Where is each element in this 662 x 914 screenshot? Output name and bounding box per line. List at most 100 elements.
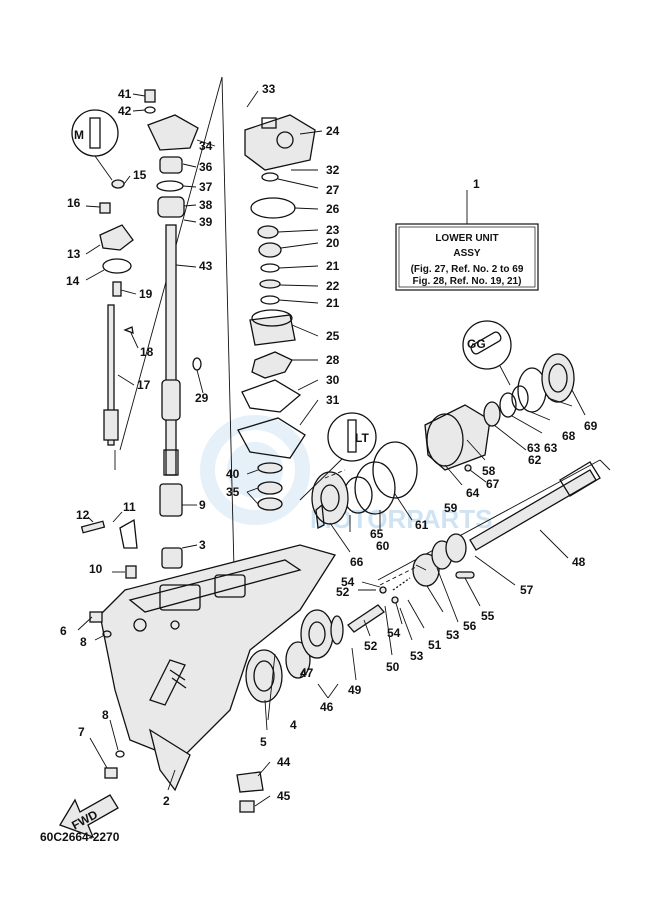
- callout-59: 59: [444, 501, 458, 515]
- callout-40: 40: [226, 467, 240, 481]
- callout-44: 44: [277, 755, 291, 769]
- callout-10: 10: [89, 562, 103, 576]
- callout-56: 56: [463, 619, 477, 633]
- callout-66: 66: [350, 555, 364, 569]
- propeller-shaft: [377, 459, 611, 581]
- callout-43: 43: [199, 259, 213, 273]
- callout-leaders: [77, 90, 586, 807]
- callout-53b: 53: [446, 628, 460, 642]
- callout-23: 23: [326, 223, 340, 237]
- callout-19: 19: [139, 287, 153, 301]
- callout-11: 11: [123, 500, 136, 514]
- callout-6: 6: [60, 624, 67, 638]
- callout-21a: 21: [326, 259, 340, 273]
- callout-52b: 52: [364, 639, 378, 653]
- callout-29: 29: [195, 391, 209, 405]
- badge-m: M: [71, 109, 119, 181]
- callout-9: 9: [199, 498, 206, 512]
- callout-25: 25: [326, 329, 340, 343]
- title-line-2: ASSY: [453, 248, 481, 259]
- badge-lt: LT: [299, 412, 377, 501]
- callout-42: 42: [118, 104, 132, 118]
- callout-2: 2: [163, 794, 170, 808]
- callout-24: 24: [326, 124, 340, 138]
- callout-47: 47: [300, 666, 314, 680]
- callout-58: 58: [482, 464, 496, 478]
- callout-63b: 63: [527, 441, 541, 455]
- callout-54a: 54: [341, 575, 355, 589]
- callout-48: 48: [572, 555, 586, 569]
- callout-41: 41: [118, 87, 132, 101]
- callout-8a: 8: [80, 635, 87, 649]
- callout-34: 34: [199, 139, 213, 153]
- callout-46: 46: [320, 700, 334, 714]
- callout-50: 50: [386, 660, 400, 674]
- lower-case-body: [99, 544, 337, 792]
- callout-64: 64: [466, 486, 480, 500]
- callout-5: 5: [260, 735, 267, 749]
- callout-15: 15: [133, 168, 147, 182]
- callout-4: 4: [290, 718, 297, 732]
- group-dashed-lines: [324, 469, 419, 586]
- callout-13: 13: [67, 247, 81, 261]
- callout-39: 39: [199, 215, 213, 229]
- callout-55: 55: [481, 609, 495, 623]
- callout-7: 7: [78, 725, 85, 739]
- callout-26: 26: [326, 202, 340, 216]
- title-line-3: (Fig. 27, Ref. No. 2 to 69: [411, 264, 524, 275]
- callout-16: 16: [67, 196, 81, 210]
- callout-61: 61: [415, 518, 429, 532]
- callout-65: 65: [370, 527, 384, 541]
- badge-gg-label: GG: [467, 337, 486, 351]
- drive-shaft: [161, 224, 181, 476]
- callout-62: 62: [528, 453, 542, 467]
- callout-35: 35: [226, 485, 240, 499]
- callout-45: 45: [277, 789, 291, 803]
- callout-60: 60: [376, 539, 390, 553]
- water-pump: [237, 114, 316, 511]
- callout-18: 18: [140, 345, 154, 359]
- propeller-shaft-housing: [311, 353, 575, 529]
- callout-49: 49: [348, 683, 362, 697]
- callout-20: 20: [326, 236, 340, 250]
- callout-57: 57: [520, 583, 534, 597]
- callout-51: 51: [428, 638, 442, 652]
- callout-68: 68: [562, 429, 576, 443]
- callout-8b: 8: [102, 708, 109, 722]
- callout-22: 22: [326, 279, 340, 293]
- callout-3: 3: [199, 538, 206, 552]
- callout-12: 12: [76, 508, 90, 522]
- callout-38: 38: [199, 198, 213, 212]
- badge-gg: GG: [462, 320, 512, 386]
- callout-numbers: 1 2 3 4 5 6 7 8 8 9 10 11 12 13 14 15 16…: [60, 82, 598, 808]
- callout-28: 28: [326, 353, 340, 367]
- badge-lt-label: LT: [355, 431, 369, 445]
- shift-rod: [103, 304, 119, 446]
- left-column-parts: [80, 89, 202, 779]
- callout-67: 67: [486, 477, 500, 491]
- callout-69: 69: [584, 419, 598, 433]
- callout-54b: 54: [387, 626, 401, 640]
- callout-17: 17: [137, 378, 151, 392]
- callout-32: 32: [326, 163, 340, 177]
- gear-train-parts: [236, 533, 475, 813]
- callout-21b: 21: [326, 296, 340, 310]
- callout-33: 33: [262, 82, 276, 96]
- callout-1: 1: [473, 177, 480, 191]
- callout-30: 30: [326, 373, 340, 387]
- callout-36: 36: [199, 160, 213, 174]
- badge-m-label: M: [74, 128, 84, 142]
- fwd-arrow: FWD: [59, 794, 119, 839]
- callout-53a: 53: [410, 649, 424, 663]
- title-line-4: Fig. 28, Ref. No. 19, 21): [413, 276, 522, 287]
- callout-31: 31: [326, 393, 340, 407]
- callout-63a: 63: [544, 441, 558, 455]
- callout-27: 27: [326, 183, 340, 197]
- callout-52a: 52: [336, 585, 350, 599]
- footer-code: 60C2664-2270: [40, 830, 120, 844]
- callout-14: 14: [66, 274, 80, 288]
- assembly-title-box: LOWER UNIT ASSY (Fig. 27, Ref. No. 2 to …: [395, 190, 539, 291]
- callout-37: 37: [199, 180, 213, 194]
- title-line-1: LOWER UNIT: [435, 233, 498, 244]
